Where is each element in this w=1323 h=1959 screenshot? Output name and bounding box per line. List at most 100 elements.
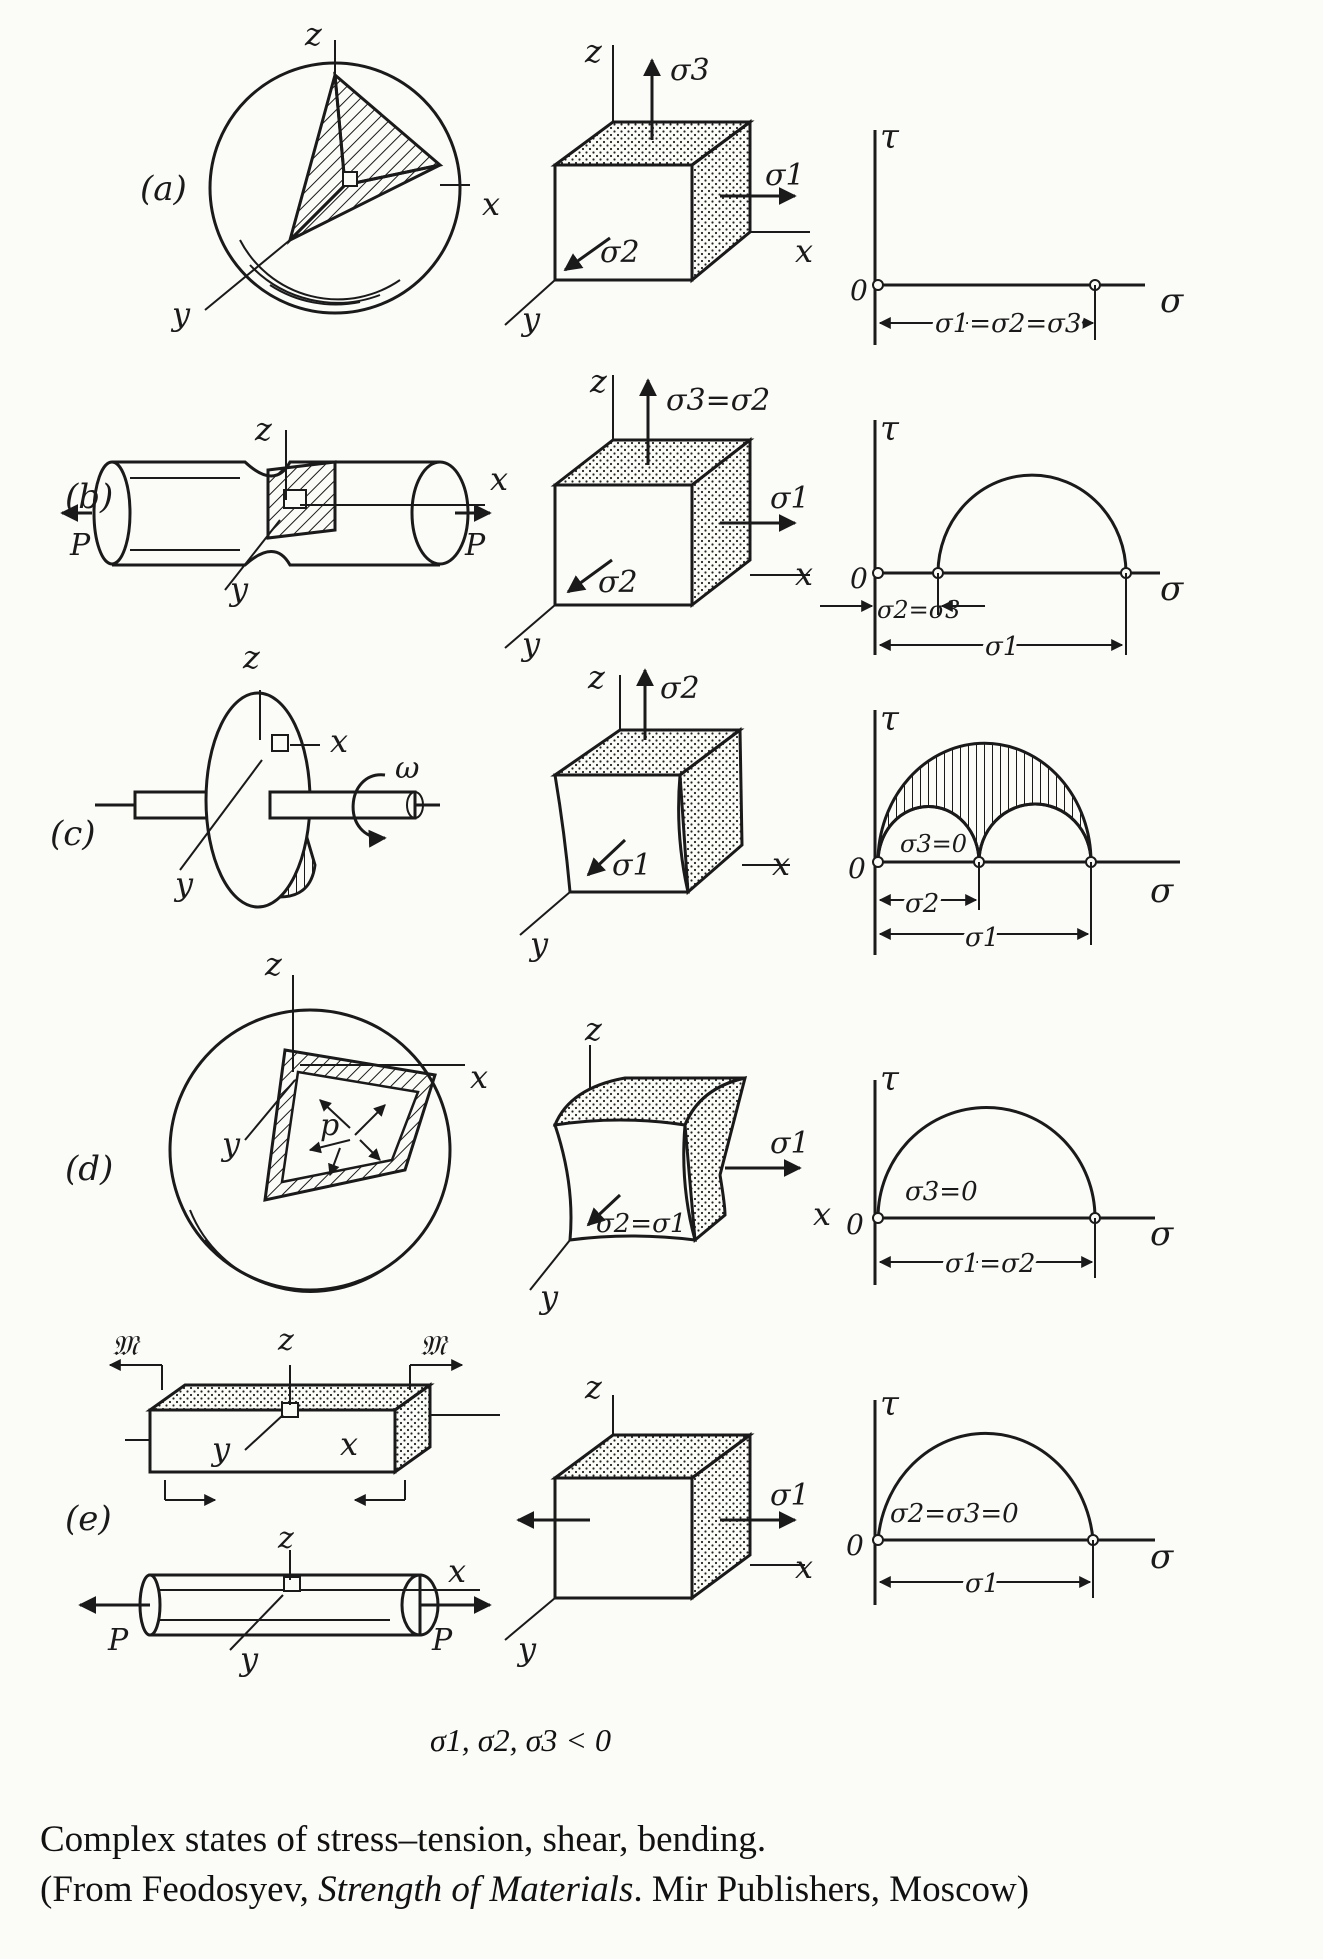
axis-label-y: y [170,295,191,333]
cube-label-y: y [520,300,541,338]
rotating-disk-sketch [95,690,440,909]
caption-line-1: Complex states of stress–tension, shear,… [40,1819,767,1860]
row-b: (b) z x y P P [60,362,1184,666]
pressurized-sphere-sketch [168,975,465,1293]
axis-label-z: z [264,945,283,983]
cube-label-x: x [813,1195,831,1233]
axis-label-x: x [490,460,508,498]
cube-label-y: y [520,625,541,663]
stress-label-sigma2: σ2 [600,235,640,270]
axis-label-z: z [304,15,323,53]
mohr-sigma-label: σ [1160,281,1184,321]
axis-label-x: x [340,1425,358,1463]
sphere-sketch [204,40,470,315]
stress-label-sigma2: σ2 [660,671,700,706]
stress-label-sigma1: σ1 [770,1126,810,1161]
cube-label-z: z [587,658,606,696]
mohr-dim-label: σ1=σ2 [945,1249,1035,1279]
load-label-p-left: P [69,528,91,563]
cube-label-y: y [528,925,549,963]
axis-label-z: z [277,1323,294,1358]
mohr-tau-label: τ [880,117,900,157]
load-label-p-right: P [464,528,486,563]
axis-label-x: x [448,1552,466,1590]
mohr-dim-label: σ1 [965,923,999,953]
stress-label-sigma2-sigma1: σ2=σ1 [596,1209,686,1239]
cube-label-x: x [772,845,790,883]
load-label-p-right: P [431,1623,453,1658]
axis-label-z: z [242,638,261,676]
row-e: (e) 𝔐 z 𝔐 y x [65,1323,1174,1678]
load-label-p-left: P [107,1623,129,1658]
cube-label-x: x [795,1548,813,1586]
notched-bar-sketch [60,430,492,591]
mohr-origin-label: 0 [850,274,868,307]
row-label: (a) [140,169,187,209]
axis-label-z: z [277,1521,294,1556]
stress-label-sigma3: σ3 [670,53,710,88]
mohr-tau-label: τ [880,409,900,449]
mohr-dim-label: σ1=σ2=σ3 [935,309,1081,339]
mohr-sigma-label: σ [1160,569,1184,609]
stress-label-sigma3-sigma2: σ3=σ2 [666,383,770,418]
stress-cube [504,45,810,326]
mohr-origin-label: 0 [846,1208,864,1241]
axis-label-y: y [173,865,194,903]
cube-label-z: z [584,1368,603,1406]
row-label: (c) [50,814,96,854]
axis-label-z: z [254,410,273,448]
cube-label-z: z [584,1010,603,1048]
cube-label-z: z [589,362,608,400]
stress-label-sigma2: σ2 [598,565,638,600]
row-c: (c) z x y ω z σ [50,638,1180,963]
row-label: (d) [65,1149,113,1189]
mohr-dim-label-small: σ2=σ3 [877,596,960,624]
row-d: (d) z x y p z σ [65,945,1174,1316]
cube-label-x: x [795,232,813,270]
mohr-sigma-label: σ [1150,1214,1174,1254]
stress-label-sigma1: σ1 [612,848,652,883]
mohr-tau-label: τ [880,1059,900,1099]
mohr-diagram [872,710,1180,955]
stress-condition: σ1, σ2, σ3 < 0 [430,1722,611,1758]
mohr-origin-label: 0 [848,852,866,885]
axis-label-x: x [470,1058,488,1096]
axis-label-y: y [220,1125,241,1163]
stress-label-sigma1: σ1 [765,158,805,193]
axis-label-x: x [482,185,500,223]
mohr-inner-label: σ3=0 [905,1177,978,1207]
moment-label-right: 𝔐 [420,1329,449,1362]
cube-label-y: y [538,1278,559,1316]
stress-label-sigma1: σ1 [770,1478,810,1513]
mohr-tau-label: τ [880,699,900,739]
row-label: (e) [65,1499,112,1539]
cube-label-z: z [584,32,603,70]
mohr-diagram [872,1080,1155,1285]
cube-label-y: y [516,1630,537,1668]
stress-cube [529,1045,802,1291]
axis-label-y: y [228,570,249,608]
caption-source-prefix: (From Feodosyev, [40,1869,319,1910]
mohr-diagram [872,130,1145,345]
mohr-tau-label: τ [880,1384,900,1424]
caption-line-2: (From Feodosyev, Strength of Materials. … [40,1868,1029,1911]
mohr-dim-label: σ1 [965,1569,999,1599]
mohr-dim-label-small: σ2 [905,889,939,919]
caption-book-title: Strength of Materials [318,1869,634,1910]
pressure-label: p [320,1108,339,1143]
mohr-diagram [872,1400,1155,1605]
cube-label-x: x [795,555,813,593]
mohr-inner-label: σ2=σ3=0 [890,1499,1019,1529]
moment-label-left: 𝔐 [112,1329,141,1362]
stress-cube [504,375,810,649]
stress-cube [519,668,790,936]
row-a: (a) z x y z σ3 [140,15,1184,345]
bent-beam-sketch [108,1359,500,1506]
tension-rod-sketch [78,1550,492,1651]
mohr-diagram [820,420,1160,655]
mohr-sigma-label: σ [1150,871,1174,911]
mohr-dim-label: σ1 [985,632,1019,662]
axis-label-y: y [238,1640,259,1678]
mohr-origin-label: 0 [846,1529,864,1562]
